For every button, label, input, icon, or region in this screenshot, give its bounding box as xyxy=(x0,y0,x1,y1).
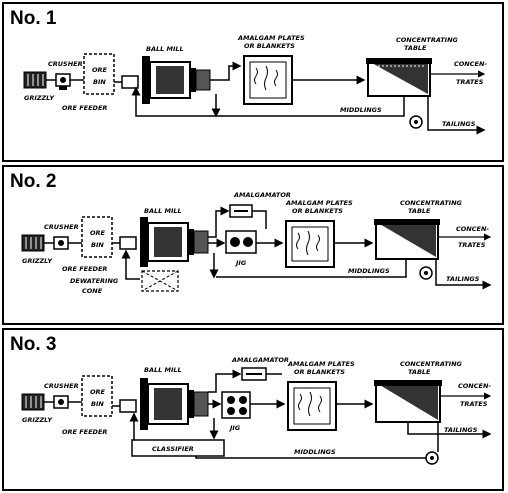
ore-feeder xyxy=(119,399,137,413)
amalgam-plates-icon xyxy=(285,220,335,268)
bin-label: BIN xyxy=(91,241,104,249)
concentrates-label-1: CONCEN- xyxy=(454,60,487,68)
ball-mill-label: BALL MILL xyxy=(146,45,184,53)
concentrating-label-1: CONCENTRATING xyxy=(396,36,459,44)
dewatering-cone-icon xyxy=(141,270,179,292)
bin-label: BIN xyxy=(91,400,104,408)
ore-bin xyxy=(81,375,113,417)
ore-feeder-label: ORE FEEDER xyxy=(62,265,107,273)
jig-icon xyxy=(225,230,257,254)
concentrates-label-2: TRATES xyxy=(456,78,484,86)
concentrates-label-2: TRATES xyxy=(458,241,486,249)
ball-mill-label: BALL MILL xyxy=(144,207,182,215)
amalgam-plates-label-1: AMALGAM PLATES xyxy=(287,360,355,368)
ball-mill-label: BALL MILL xyxy=(144,366,182,374)
flowsheet-panel-3: No. 3 GRIZZLY CRUSHER ORE BIN ORE FEEDER xyxy=(2,328,504,491)
concentrating-table-icon xyxy=(374,219,440,260)
amalgam-plates-label-2: OR BLANKETS xyxy=(294,368,345,376)
amalgam-plates-label-1: AMALGAM PLATES xyxy=(285,199,353,207)
concentrating-table-icon xyxy=(366,58,432,97)
ball-mill-icon xyxy=(142,56,211,104)
crusher-label: CRUSHER xyxy=(44,223,79,231)
classifier-box xyxy=(131,439,225,457)
dewatering-label-1: DEWATERING xyxy=(70,277,119,285)
panel-title: No. 1 xyxy=(10,8,57,29)
flowsheet-diagram-1: GRIZZLY CRUSHER ORE BIN ORE FEEDER BALL … xyxy=(23,34,487,135)
concentrating-label-1: CONCENTRATING xyxy=(400,360,463,368)
concentrating-label-2: TABLE xyxy=(408,368,431,376)
ore-feeder xyxy=(119,236,137,250)
concentrating-label-1: CONCENTRATING xyxy=(400,199,463,207)
ball-mill-icon xyxy=(140,378,209,430)
ball-mill-icon xyxy=(140,217,209,267)
jig-label: JIG xyxy=(234,259,247,267)
dewatering-label-2: CONE xyxy=(82,287,103,295)
flowsheet-diagram-3: GRIZZLY CRUSHER ORE BIN ORE FEEDER BALL … xyxy=(21,356,492,465)
concentrating-table-icon xyxy=(374,380,442,423)
amalgam-plates-label-2: OR BLANKETS xyxy=(244,42,295,50)
panel-title: No. 2 xyxy=(10,171,57,192)
tailings-label: TAILINGS xyxy=(442,120,476,128)
crusher-label: CRUSHER xyxy=(48,60,83,68)
grizzly-icon xyxy=(23,71,47,89)
middlings-label: MIDDLINGS xyxy=(348,267,390,275)
middlings-label: MIDDLINGS xyxy=(340,106,382,114)
grizzly-label: GRIZZLY xyxy=(24,94,55,102)
amalgamator-label: AMALGAMATOR xyxy=(233,191,291,199)
grizzly-label: GRIZZLY xyxy=(22,257,53,265)
ore-label: ORE xyxy=(90,388,106,396)
amalgam-plates-icon xyxy=(287,381,337,431)
amalgam-plates-label-2: OR BLANKETS xyxy=(292,207,343,215)
tailings-label: TAILINGS xyxy=(446,275,480,283)
grizzly-icon xyxy=(21,393,45,411)
ore-bin xyxy=(83,53,115,95)
panel-title: No. 3 xyxy=(10,334,57,355)
bin-label: BIN xyxy=(93,78,106,86)
tailings-label: TAILINGS xyxy=(444,426,478,434)
concentrating-label-2: TABLE xyxy=(404,44,427,52)
flowsheet-panel-2: No. 2 GRIZZLY CRUSHER ORE BIN ORE FEEDER xyxy=(2,165,504,325)
amalgamator-label: AMALGAMATOR xyxy=(231,356,289,364)
concentrating-label-2: TABLE xyxy=(408,207,431,215)
crusher-icon xyxy=(55,73,71,90)
jig-label: JIG xyxy=(228,424,241,432)
classifier-label: CLASSIFIER xyxy=(152,445,194,453)
ore-feeder-label: ORE FEEDER xyxy=(62,104,107,112)
concentrates-label-1: CONCEN- xyxy=(458,382,491,390)
grizzly-icon xyxy=(21,234,45,252)
flowsheet-panel-1: No. 1 GRIZZLY CRUSHER ORE BIN ORE FEEDER xyxy=(2,2,504,162)
ore-feeder-label: ORE FEEDER xyxy=(62,428,107,436)
middlings-label: MIDDLINGS xyxy=(294,448,336,456)
amalgam-plates-icon xyxy=(243,55,293,105)
crusher-icon xyxy=(53,395,69,409)
ore-bin xyxy=(81,216,113,258)
flowsheet-diagram-2: GRIZZLY CRUSHER ORE BIN ORE FEEDER BALL … xyxy=(21,191,492,295)
amalgamator-icon xyxy=(241,367,267,381)
jig-icon xyxy=(221,391,251,419)
amalgam-plates-label-1: AMALGAM PLATES xyxy=(237,34,305,42)
crusher-icon xyxy=(53,236,69,250)
concentrates-label-2: TRATES xyxy=(460,400,488,408)
amalgamator-icon xyxy=(229,204,253,218)
ore-feeder xyxy=(121,75,139,89)
ore-label: ORE xyxy=(92,66,108,74)
concentrates-label-1: CONCEN- xyxy=(456,225,489,233)
crusher-label: CRUSHER xyxy=(44,382,79,390)
ore-label: ORE xyxy=(90,229,106,237)
grizzly-label: GRIZZLY xyxy=(22,416,53,424)
